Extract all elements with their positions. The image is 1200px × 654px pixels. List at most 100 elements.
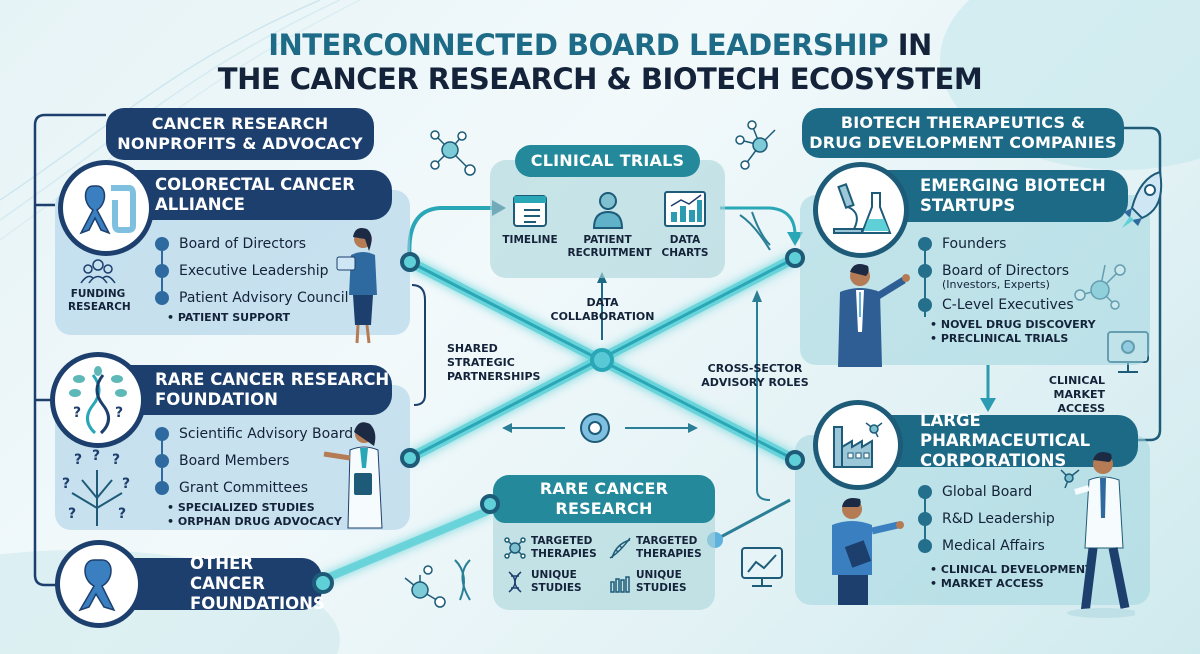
awareness-ribbon-colon-icon: [58, 160, 154, 256]
label-line: SHARED: [447, 342, 498, 355]
bar-chart-icon: [664, 191, 706, 227]
item-label: STUDIES: [636, 582, 687, 594]
label-line: STRATEGIC: [447, 356, 515, 369]
colorectal-notes: PATIENT SUPPORT: [155, 311, 349, 325]
svg-text:?: ?: [112, 452, 120, 468]
svg-text:?: ?: [122, 476, 130, 492]
startups-header: EMERGING BIOTECH STARTUPS: [870, 170, 1128, 222]
note: MARKET ACCESS: [930, 577, 1044, 590]
clipboard-man-figure: [832, 498, 904, 605]
step-label: TIMELINE: [502, 234, 558, 246]
role-item: Grant Committees: [155, 474, 353, 501]
role-label: Medical Affairs: [942, 537, 1045, 554]
scientist-woman-figure: [323, 422, 383, 529]
role-label: Scientific Advisory Board: [179, 425, 354, 442]
calendar-icon: [513, 195, 547, 227]
question-tree-icon: ???????: [62, 448, 130, 526]
left-section-header: CANCER RESEARCH NONPROFITS & ADVOCACY: [106, 108, 374, 160]
note: PATIENT SUPPORT: [167, 311, 290, 324]
rare-cancer-title: RARE CANCER RESEARCH: [493, 475, 715, 523]
step-label: DATA: [669, 234, 701, 246]
walking-scientist-figure: [1060, 452, 1135, 618]
label-line: CROSS-SECTOR: [707, 362, 803, 375]
funding-label-2: RESEARCH: [68, 301, 131, 313]
role-item: Patient Advisory Council: [155, 284, 349, 311]
svg-text:?: ?: [74, 452, 82, 468]
svg-text:?: ?: [68, 506, 76, 522]
clinical-trials-title: CLINICAL TRIALS: [515, 145, 700, 177]
step-label: RECRUITMENT: [567, 247, 652, 259]
molecule-icon: [504, 537, 526, 559]
microscope-flask-icon: [813, 162, 909, 258]
factory-icon: [813, 400, 903, 490]
label-line: MARKET ACCESS: [1053, 388, 1105, 415]
role-label: C-Level Executives: [942, 296, 1074, 313]
rare-foundation-name-2: FOUNDATION: [155, 390, 278, 409]
rare-foundation-roles: Scientific Advisory Board Board Members …: [155, 420, 353, 529]
dna-strand-icon: [508, 571, 522, 593]
role-item: Global Board: [918, 478, 1093, 505]
clinical-market-label: CLINICAL MARKET ACCESS: [1010, 374, 1105, 416]
pharma-name-1: LARGE PHARMACEUTICAL: [920, 411, 1091, 450]
cross-sector-label: CROSS-SECTOR ADVISORY ROLES: [700, 362, 810, 390]
step-data-charts: DATA CHARTS: [655, 190, 715, 260]
item-label: UNIQUE: [636, 569, 682, 581]
role-label: Board of Directors: [942, 262, 1070, 279]
connection-node: [480, 494, 500, 514]
role-item: Board of Directors: [918, 257, 1096, 284]
colorectal-roles: Board of Directors Executive Leadership …: [155, 230, 349, 325]
item-label: UNIQUE: [531, 569, 577, 581]
left-header-line-1: CANCER RESEARCH: [151, 114, 329, 133]
svg-text:?: ?: [115, 405, 123, 421]
rare-foundation-header: RARE CANCER RESEARCH FOUNDATION: [105, 365, 392, 415]
shared-strategic-label: SHARED STRATEGIC PARTNERSHIPS: [447, 342, 540, 384]
item-label: THERAPIES: [636, 548, 702, 560]
colorectal-name-2: ALLIANCE: [155, 195, 245, 214]
rocket-icon: [1122, 170, 1163, 228]
bar-graph-icon: [610, 576, 630, 593]
data-collaboration-label: DATA COLLABORATION: [550, 296, 655, 324]
role-item: Scientific Advisory Board: [155, 420, 353, 447]
title-line: RESEARCH: [555, 499, 653, 518]
patient-icon: [592, 192, 623, 229]
note: CLINICAL DEVELOPMENT: [930, 563, 1093, 576]
startups-name-1: EMERGING BIOTECH: [920, 176, 1106, 195]
svg-text:?: ?: [62, 476, 70, 492]
note: NOVEL DRUG DISCOVERY: [930, 318, 1096, 331]
connection-node: [400, 252, 420, 272]
role-label: R&D Leadership: [942, 510, 1055, 527]
people-group-icon: [80, 259, 116, 284]
role-item: R&D Leadership: [918, 505, 1093, 532]
label-line: DATA: [586, 296, 619, 309]
page-title: INTERCONNECTED BOARD LEADERSHIP IN THE C…: [0, 28, 1200, 96]
right-header-line-1: BIOTECH THERAPEUTICS &: [840, 113, 1086, 132]
pharma-header: LARGE PHARMACEUTICAL CORPORATIONS: [870, 411, 1138, 470]
central-hub-node: [590, 348, 614, 372]
role-item: Board of Directors: [155, 230, 349, 257]
executive-woman-figure: [336, 228, 377, 344]
svg-text:?: ?: [92, 448, 100, 464]
connection-node: [312, 572, 334, 594]
title-tail: IN: [888, 28, 933, 62]
connection-node: [785, 248, 805, 268]
businessman-figure: [838, 264, 910, 367]
role-label: Global Board: [942, 483, 1033, 500]
title-line-2: THE CANCER RESEARCH & BIOTECH ECOSYSTEM: [217, 62, 983, 96]
role-item: Medical Affairs: [918, 532, 1093, 559]
step-timeline: TIMELINE: [500, 190, 560, 260]
item-label: STUDIES: [531, 582, 582, 594]
role-item: Executive Leadership: [155, 257, 349, 284]
gear-icon: [580, 413, 610, 443]
startups-notes: NOVEL DRUG DISCOVERY PRECLINICAL TRIALS: [918, 318, 1096, 346]
role-item: Founders: [918, 230, 1096, 257]
title-accent: INTERCONNECTED BOARD LEADERSHIP: [268, 28, 889, 62]
note: PRECLINICAL TRIALS: [930, 332, 1068, 345]
right-section-header: BIOTECH THERAPEUTICS & DRUG DEVELOPMENT …: [802, 108, 1124, 158]
pharma-name-2: CORPORATIONS: [920, 451, 1067, 470]
item-label: TARGETED: [531, 535, 593, 547]
dna-tree-icon: ??: [50, 352, 146, 448]
